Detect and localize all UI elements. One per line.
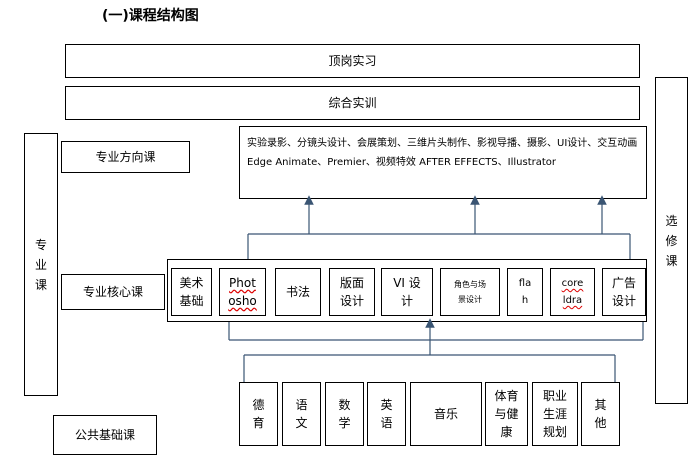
core-course-coreldraw: core ldra — [550, 268, 595, 316]
internship-label: 顶岗实习 — [328, 54, 377, 68]
public-course-math: 数 学 — [325, 382, 364, 446]
public-course-moral: 德 育 — [239, 382, 278, 446]
core-course-line: 版面 — [339, 276, 364, 290]
public-course-line: 语 — [380, 416, 393, 430]
public-course-label: 公共基础课 — [74, 428, 135, 442]
public-course-line: 音乐 — [433, 407, 458, 421]
public-course-english: 英 语 — [367, 382, 406, 446]
direction-course-label-box: 专业方向课 — [61, 141, 190, 173]
public-course-line: 他 — [594, 416, 607, 430]
core-course-line: 计 — [400, 294, 413, 308]
public-course-line: 文 — [295, 416, 308, 430]
elective-char-3: 课 — [665, 253, 678, 268]
core-course-flash: fla h — [507, 268, 543, 316]
core-course-line: osho — [228, 294, 257, 308]
core-course-label: 专业核心课 — [82, 285, 143, 299]
elective-char-1: 选 — [665, 213, 678, 228]
core-course-photoshop: Phot osho — [219, 268, 266, 316]
direction-courses-text: 实验录影、分镜头设计、会展策划、三维片头制作、影视导播、摄影、UI设计、交互动画… — [247, 138, 638, 168]
core-course-line: h — [521, 295, 529, 306]
professional-char-3: 课 — [34, 277, 47, 292]
core-course-line: 设计 — [339, 294, 364, 308]
comprehensive-training-box: 综合实训 — [65, 86, 640, 120]
public-course-line: 体育 — [494, 389, 519, 403]
public-course-pe-health: 体育 与健 康 — [485, 382, 528, 446]
direction-courses-box: 实验录影、分镜头设计、会展策划、三维片头制作、影视导播、摄影、UI设计、交互动画… — [239, 126, 647, 199]
professional-course-box: 专 业 课 — [24, 133, 58, 396]
public-course-line: 职业 — [542, 389, 567, 403]
public-course-line: 规划 — [542, 425, 567, 439]
core-course-line: 书法 — [285, 285, 310, 299]
public-course-music: 音乐 — [410, 382, 482, 446]
public-course-line: 数 — [338, 398, 351, 412]
direction-course-label: 专业方向课 — [95, 150, 156, 164]
public-course-label-box: 公共基础课 — [53, 415, 157, 455]
core-course-line: 设计 — [611, 294, 636, 308]
elective-char-2: 修 — [665, 233, 678, 248]
comprehensive-training-label: 综合实训 — [328, 96, 377, 110]
public-course-line: 德 — [252, 398, 265, 412]
public-course-line: 生涯 — [542, 407, 567, 421]
professional-char-1: 专 — [34, 237, 47, 252]
public-course-others: 其 他 — [581, 382, 620, 446]
public-course-line: 其 — [594, 398, 607, 412]
core-course-line: VI 设 — [393, 276, 421, 290]
diagram-title: (一)课程结构图 — [102, 8, 199, 24]
core-course-line: Phot — [229, 276, 256, 290]
public-course-line: 语 — [295, 398, 308, 412]
public-course-career: 职业 生涯 规划 — [532, 382, 578, 446]
internship-box: 顶岗实习 — [65, 44, 640, 78]
core-course-vi-design: VI 设 计 — [381, 268, 433, 316]
core-course-line: 美术 — [179, 276, 204, 290]
core-course-line: ldra — [562, 295, 583, 306]
professional-char-2: 业 — [34, 257, 47, 272]
core-course-layout-design: 版面 设计 — [329, 268, 375, 316]
public-course-line: 学 — [338, 416, 351, 430]
core-course-art-basics: 美术 基础 — [171, 268, 212, 316]
core-course-label-box: 专业核心课 — [61, 274, 165, 310]
core-course-calligraphy: 书法 — [275, 268, 321, 316]
core-course-line: 角色与场 — [454, 280, 486, 289]
public-course-line: 育 — [252, 416, 265, 430]
core-course-line: 景设计 — [458, 295, 482, 304]
core-course-line: core — [561, 278, 584, 289]
core-courses-bracket — [167, 259, 647, 322]
core-course-line: 基础 — [179, 294, 204, 308]
core-course-character-scene: 角色与场 景设计 — [440, 268, 500, 316]
public-course-chinese: 语 文 — [282, 382, 321, 446]
public-course-line: 英 — [380, 398, 393, 412]
public-course-line: 康 — [500, 425, 513, 439]
public-course-line: 与健 — [494, 407, 519, 421]
core-course-ad-design: 广告 设计 — [602, 268, 646, 316]
core-course-line: fla — [518, 278, 532, 289]
core-course-line: 广告 — [611, 276, 636, 290]
